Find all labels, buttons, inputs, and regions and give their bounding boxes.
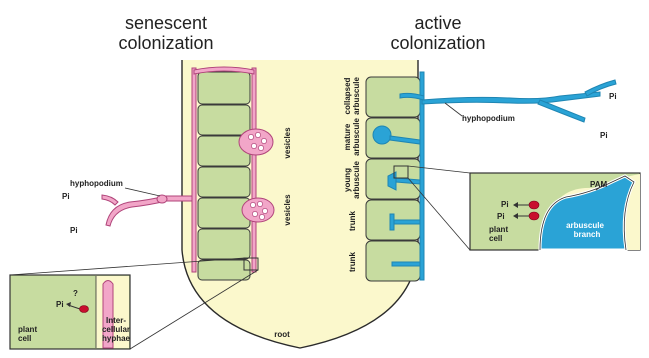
inset-left-hyphae-2: cellular [102,325,130,334]
vesicle-dot [250,202,255,207]
left-cell-column [198,72,250,280]
inset-left-plant-2: cell [18,334,31,343]
inset-right-plant-2: cell [489,234,502,243]
vesicle-dot [248,134,253,139]
leader-hyphopodium-right [445,103,462,116]
left-cell [198,72,250,104]
heading-active-line2: colonization [390,33,485,53]
label-trunk-1: trunk [348,210,357,231]
label-mature-2: arbuscule [352,118,361,156]
inset-left-question: ? [73,289,78,298]
label-pi-left-2: Pi [70,226,78,235]
mature-arbuscule [373,126,391,144]
label-pi-left-1: Pi [62,192,70,201]
label-hyphopodium-right: hyphopodium [462,114,515,123]
label-trunk-2: trunk [348,251,357,272]
vesicle-dot [255,132,260,137]
inset-right-pi-2: Pi [497,212,505,221]
left-cell [198,229,250,259]
blue-trunk-1 [392,220,420,224]
right-cell [366,241,420,281]
label-mature-1: mature [343,123,352,150]
vesicle-dot [262,208,267,213]
inset-left-transporter [80,306,89,313]
label-collapsed-2: arbuscule [352,77,361,115]
inset-left-hyphae-1: Inter- [106,316,126,325]
label-collapsed-1: collapsed [343,77,352,114]
label-pi-right-2: Pi [600,131,608,140]
heading-active-line1: active [414,13,461,33]
inset-right-pam: PAM [590,180,608,189]
label-vesicles-upper: vesicles [283,127,292,159]
label-young-1: young [343,168,352,192]
heading-senescent-line1: senescent [125,13,207,33]
vesicle-dot [257,201,262,206]
vesicle-dot [252,211,257,216]
blue-trunk-1-head [390,214,394,230]
inset-right-branch-2: branch [574,230,601,239]
pink-hyphopodium-branch [106,196,192,226]
vesicle-dot [258,145,263,150]
heading-senescent-line2: colonization [118,33,213,53]
inset-left: Pi ? plant cell Inter- cellular hyphae [10,275,131,349]
inset-right-transporter-2 [529,212,539,220]
inset-right-transporter-1 [529,201,539,209]
inset-right-plant-1: plant [489,225,508,234]
label-root: root [274,330,290,339]
inset-left-pi: Pi [56,300,64,309]
left-cell [198,105,250,135]
label-hyphopodium-left: hyphopodium [70,179,123,188]
pink-hypha-right [252,68,256,272]
inset-right-pi-1: Pi [501,200,509,209]
leader-hyphopodium-left [125,188,160,196]
blue-trunk-2 [392,262,420,266]
label-vesicles-lower: vesicles [283,194,292,226]
inset-left-plant-1: plant [18,325,37,334]
inset-right-branch-1: arbuscule [566,221,604,230]
pink-hypha-left [192,68,196,272]
blue-hyphopodium-branch [422,92,600,104]
vesicle-lower [242,198,274,222]
vesicle-dot [259,214,264,219]
pink-hyphopodium [157,195,167,203]
left-cell [198,167,250,197]
pink-branch-up [102,195,118,205]
inset-left-hyphae-3: hyphae [102,334,131,343]
vesicle-dot [251,143,256,148]
vesicle-dot [261,138,266,143]
inset-right: PAM Pi Pi plant cell arbuscule branch [470,173,640,250]
blue-branch-down [538,100,585,122]
label-pi-right-1: Pi [609,92,617,101]
left-cell [198,260,250,280]
label-young-2: arbuscule [352,161,361,199]
